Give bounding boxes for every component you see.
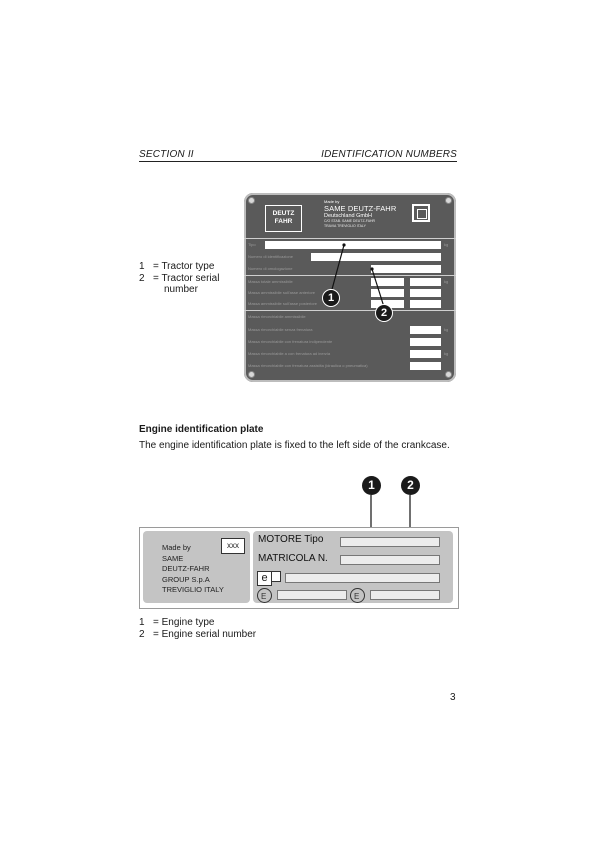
approval-field <box>370 590 440 600</box>
mass-field <box>371 289 404 297</box>
manufacturer-text: Made by SAME DEUTZ-FAHR GROUP S.p.A TREV… <box>162 543 224 596</box>
plate-divider <box>244 238 456 239</box>
callout-2-engine: 2 <box>401 476 420 495</box>
manufacturer-line: GROUP S.p.A <box>162 574 210 584</box>
manufacturer-block: Made by SAME DEUTZ-FAHR Deutschland GmbH… <box>324 200 396 228</box>
engine-legend-item-1: 1 = Engine type <box>139 617 256 629</box>
mass-field <box>410 350 441 358</box>
made-by-label: Made by <box>324 199 340 204</box>
tractor-legend-item-1: 1 = Tractor type <box>139 261 219 273</box>
engine-data-panel: MOTORE Tipo MATRICOLA N. e E E <box>253 531 453 603</box>
logo-line: DEUTZ <box>272 210 295 217</box>
screw-icon <box>445 371 452 378</box>
tractor-type-field <box>265 241 441 249</box>
engine-legend: 1 = Engine type 2 = Engine serial number <box>139 617 256 640</box>
mass-field <box>410 300 441 308</box>
unit-label: kg <box>444 279 449 284</box>
engine-legend-item-2: 2 = Engine serial number <box>139 629 256 641</box>
plate-row-label: Massa ammissibile sull'asse posteriore <box>248 301 318 306</box>
manufacturer-panel: Made by SAME DEUTZ-FAHR GROUP S.p.A TREV… <box>143 531 250 603</box>
xxx-box: xxx <box>221 538 245 554</box>
e-mark-box <box>271 571 281 582</box>
manufacturer-line: TREVIGLIO ITALY <box>162 585 224 594</box>
screw-icon <box>248 197 255 204</box>
engine-type-label: MOTORE Tipo <box>258 534 324 545</box>
unit-label: kg <box>444 351 449 356</box>
callout-1-engine: 1 <box>362 476 381 495</box>
e-circle-icon: E <box>350 588 365 603</box>
tractor-identification-plate: DEUTZ FAHR Made by SAME DEUTZ-FAHR Deuts… <box>244 193 456 382</box>
approval-field <box>285 573 440 583</box>
legend-text: = Engine type <box>153 617 215 628</box>
mass-field <box>410 326 441 334</box>
plate-row-label: Massa rimorchiabile con frenatura assist… <box>248 363 368 368</box>
legend-number: 1 <box>139 617 145 628</box>
plate-row-label: Numero di omologazione <box>248 266 293 271</box>
engine-type-field <box>340 537 440 547</box>
plate-row-label: Massa rimorchiabile con frenatura indipe… <box>248 339 333 344</box>
address-line: C/O STAB. SAME DEUTZ-FAHR <box>324 219 376 223</box>
engine-section-title: Engine identification plate <box>139 424 264 435</box>
plate-row-label: Massa ammissibile sull'asse anteriore <box>248 290 316 295</box>
address-line: TRAVIA TREVIGLIO ITALY <box>324 223 366 228</box>
plate-divider <box>244 275 456 276</box>
unit-label: kg <box>444 327 449 332</box>
manufacturer-line: DEUTZ-FAHR <box>162 564 210 573</box>
plate-row-label: Massa rimorchiabile a con frenatura ad i… <box>248 351 331 356</box>
tractor-legend-item-2: 2 = Tractor serial <box>139 273 219 285</box>
deutz-fahr-logo: DEUTZ FAHR <box>265 205 302 232</box>
legend-text-continued: number <box>164 284 198 295</box>
engine-serial-label: MATRICOLA N. <box>258 553 328 564</box>
callout-2-tractor: 2 <box>375 304 393 322</box>
company-name: Deutschland GmbH <box>324 212 372 219</box>
plate-row-label: Numero di identificazione <box>248 254 293 259</box>
engine-section-description: The engine identification plate is fixed… <box>139 440 450 451</box>
plate-row-label: Massa rimorchiabile ammissibile <box>248 314 306 319</box>
legend-number: 2 <box>139 272 145 284</box>
plate-row-label: Massa rimorchiabile senza frenatura <box>248 327 313 332</box>
logo-line: FAHR <box>274 218 293 225</box>
callout-1-tractor: 1 <box>322 289 340 307</box>
legend-text: = Tractor type <box>153 261 215 272</box>
legend-number: 1 <box>139 261 145 272</box>
manufacturer-line: SAME <box>162 553 184 563</box>
plate-row-label: Massa totale ammissibile <box>248 279 293 284</box>
legend-text: = Engine serial number <box>153 628 257 640</box>
mass-field <box>410 289 441 297</box>
section-label: SECTION II <box>139 149 194 160</box>
engine-identification-plate: Made by SAME DEUTZ-FAHR GROUP S.p.A TREV… <box>139 527 459 609</box>
approval-field <box>277 590 347 600</box>
homologation-field <box>371 265 441 273</box>
tractor-serial-field <box>311 253 441 261</box>
tractor-legend: 1 = Tractor type 2 = Tractor serial numb… <box>139 261 219 296</box>
plate-row-label: Tipo <box>248 242 256 247</box>
legend-number: 2 <box>139 628 145 640</box>
header-divider <box>139 161 457 162</box>
engine-serial-field <box>340 555 440 565</box>
manufacturer-line: Made by <box>162 543 191 552</box>
e-circle-icon: E <box>257 588 272 603</box>
mass-field <box>410 278 441 286</box>
unit-label: kg <box>444 242 449 247</box>
legend-text: = Tractor serial <box>153 272 220 284</box>
page-heading: IDENTIFICATION NUMBERS <box>321 149 457 160</box>
mass-field <box>410 338 441 346</box>
brand-name: SAME DEUTZ-FAHR <box>324 204 397 213</box>
e-mark-icon: e <box>257 571 272 586</box>
mass-field <box>410 362 441 370</box>
page-number: 3 <box>450 692 456 703</box>
screw-icon <box>248 371 255 378</box>
square-mark-icon <box>412 204 430 222</box>
mass-field <box>371 278 404 286</box>
plate-divider <box>244 310 456 311</box>
screw-icon <box>445 197 452 204</box>
